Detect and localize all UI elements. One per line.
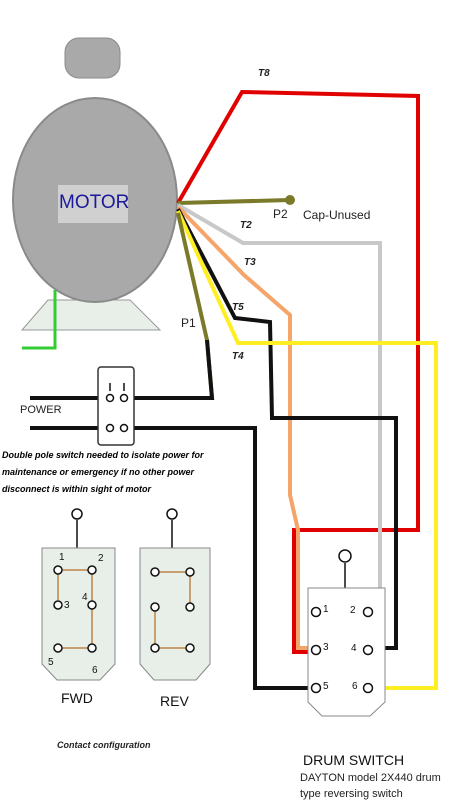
drum-switch-title: DRUM SWITCH	[303, 752, 405, 768]
drum-terminal-2: 2	[350, 605, 356, 616]
wire-t4	[176, 210, 438, 690]
wire-label-t4: T4	[232, 351, 244, 362]
wire-label-t2: T2	[240, 220, 252, 231]
rev-contact-diagram	[139, 508, 211, 681]
drum-terminal-5: 5	[323, 681, 329, 692]
motor-label: MOTOR	[59, 192, 130, 213]
wire-label-t5: T5	[232, 302, 244, 313]
motor-base	[20, 299, 162, 331]
drum-model-line-2: type reversing switch	[300, 788, 403, 800]
motor-top-boss	[64, 37, 121, 79]
fwd-terminal-6: 6	[92, 665, 98, 676]
fwd-contact-diagram	[41, 508, 116, 681]
wire-label-p1: P1	[181, 316, 196, 330]
power-to-drum	[130, 426, 312, 690]
power-note-line-1: Double pole switch needed to isolate pow…	[2, 450, 204, 460]
double-pole-switch	[97, 366, 135, 446]
fwd-label: FWD	[61, 690, 93, 706]
wire-label-t3: T3	[244, 257, 256, 268]
drum-switch	[307, 549, 386, 717]
motor-label-box	[58, 185, 128, 223]
fwd-terminal-4: 4	[82, 592, 88, 603]
drum-terminal-6: 6	[352, 681, 358, 692]
cap-unused-label: Cap-Unused	[303, 208, 371, 222]
rev-label: REV	[160, 693, 189, 709]
drum-model-line-1: DAYTON model 2X440 drum	[300, 772, 441, 784]
fwd-terminal-2: 2	[98, 553, 104, 564]
drum-terminal-4: 4	[351, 643, 357, 654]
drum-terminal-1: 1	[323, 604, 329, 615]
wire-label-t8: T8	[258, 68, 270, 79]
drum-terminal-3: 3	[323, 642, 329, 653]
wire-p2	[177, 198, 291, 205]
power-note-line-3: disconnect is within sight of motor	[2, 484, 152, 494]
power-label: POWER	[20, 404, 62, 416]
wire-t3	[176, 205, 312, 650]
motor	[12, 37, 178, 331]
wire-p1-black	[130, 339, 215, 400]
fwd-terminal-5: 5	[48, 657, 54, 668]
ground-wire	[22, 290, 57, 350]
contact-configuration-label: Contact configuration	[57, 740, 151, 750]
wire-t8	[176, 89, 420, 654]
fwd-terminal-3: 3	[64, 600, 70, 611]
wire-t5	[176, 208, 398, 650]
cap-terminal	[285, 195, 295, 205]
wire-label-p2: P2	[273, 207, 288, 221]
power-note-line-2: maintenance or emergency if no other pow…	[2, 467, 195, 477]
fwd-terminal-1: 1	[59, 552, 65, 563]
